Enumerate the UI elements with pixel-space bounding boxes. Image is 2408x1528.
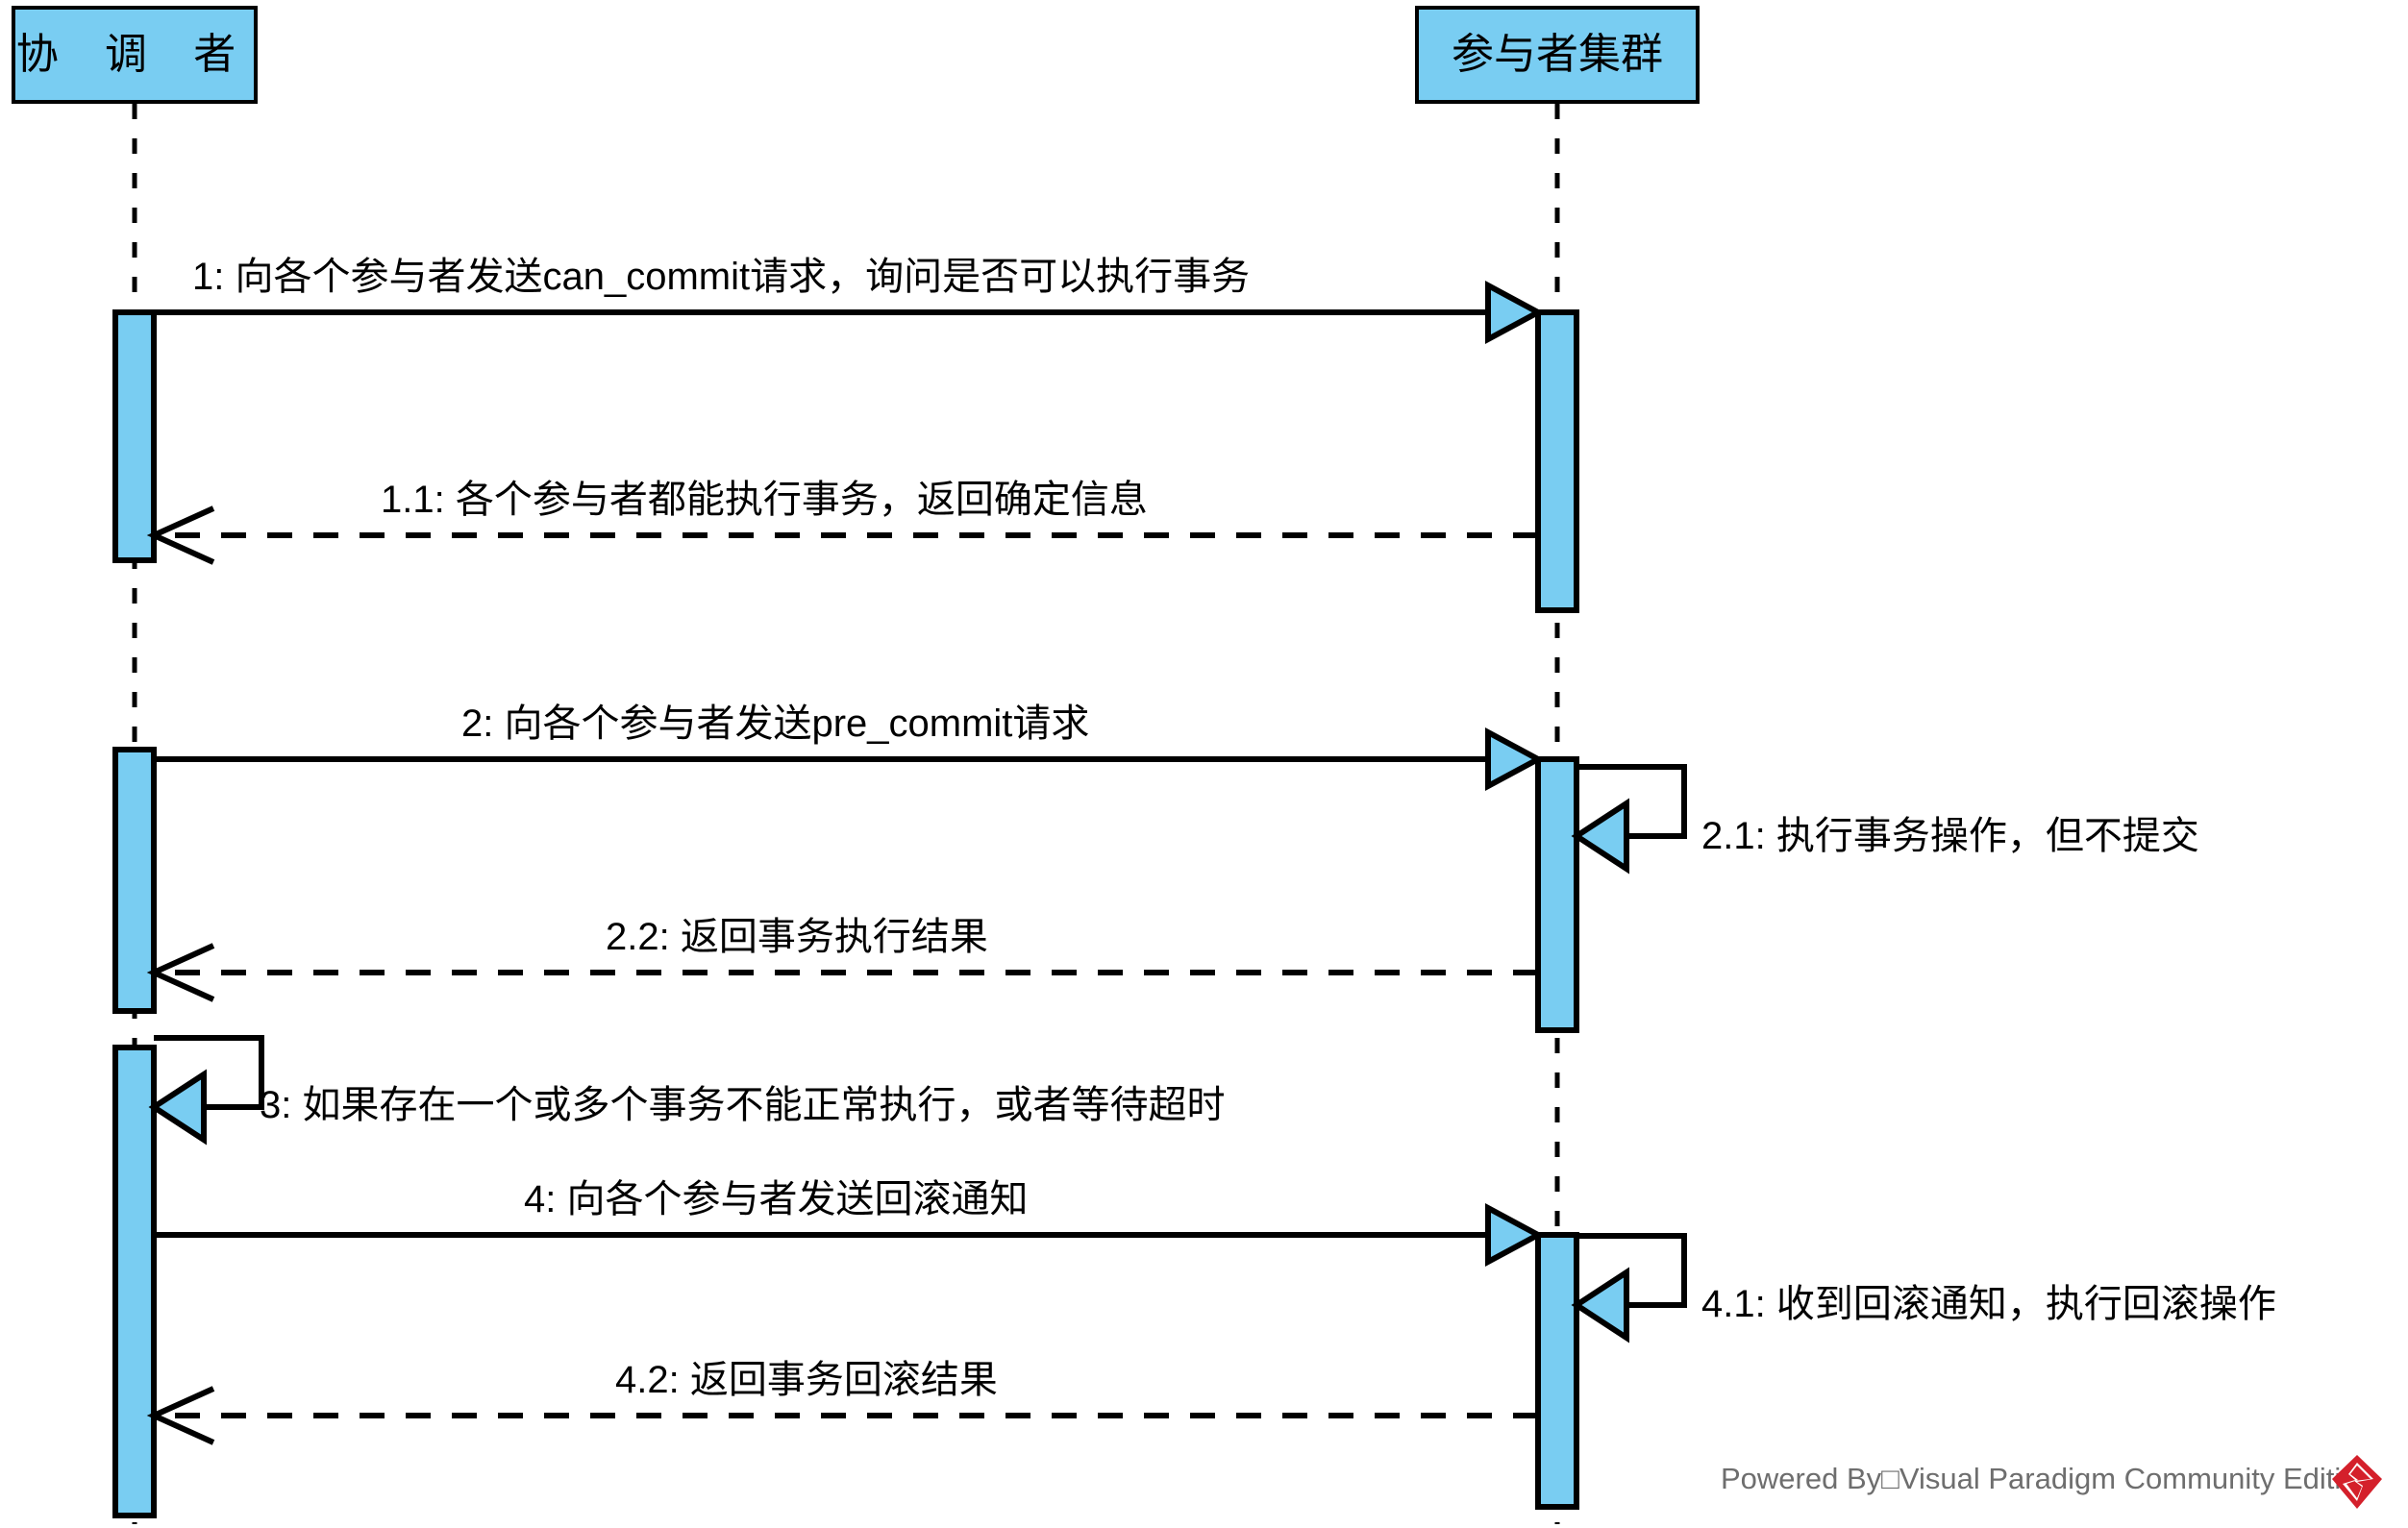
self-message-loop <box>1576 764 1687 839</box>
activations-group <box>112 309 1579 1518</box>
arrowhead-filled-left <box>1571 798 1629 875</box>
arrowhead-filled-right <box>1485 280 1545 345</box>
message-label-4: 4: 向各个参与者发送回滚通知 <box>524 1178 1029 1220</box>
powered-by-credit: Powered By□Visual Paradigm Community Edi… <box>1721 1462 2374 1495</box>
message-m3[interactable] <box>148 1035 264 1146</box>
activation-bar <box>1535 1232 1579 1510</box>
self-message-loop <box>1576 1233 1687 1308</box>
lifelines-group <box>132 104 1560 1524</box>
message-m2[interactable] <box>154 727 1545 792</box>
message-label-1-1: 1.1: 各个参与者都能执行事务，返回确定信息 <box>381 479 1148 521</box>
message-label-4-2: 4.2: 返回事务回滚结果 <box>615 1359 998 1401</box>
message-m4_1[interactable] <box>1571 1233 1687 1343</box>
activation-bar <box>1535 756 1579 1033</box>
message-label-1: 1: 向各个参与者发送can_commit请求，询问是否可以执行事务 <box>192 256 1251 298</box>
lifeline-head-coordinator[interactable]: 协 调 者 <box>12 6 258 104</box>
visual-paradigm-logo-icon <box>2332 1455 2382 1509</box>
activation-bar <box>112 1045 157 1518</box>
message-m1_1[interactable] <box>146 505 1538 565</box>
activation-bar <box>112 309 157 563</box>
arrowhead-filled-left <box>1571 1267 1629 1343</box>
arrowhead-filled-right <box>1485 1202 1545 1268</box>
activation-bar <box>1535 309 1579 613</box>
lifeline-head-participants[interactable]: 参与者集群 <box>1415 6 1700 104</box>
lifeline-label-participants: 参与者集群 <box>1452 31 1663 78</box>
lifeline-label-coordinator: 协 调 者 <box>15 31 254 78</box>
message-m2_1[interactable] <box>1571 764 1687 875</box>
activation-bar <box>112 747 157 1014</box>
message-m4_2[interactable] <box>146 1386 1538 1445</box>
message-m4[interactable] <box>154 1202 1545 1268</box>
arrowhead-filled-left <box>148 1069 207 1146</box>
arrowhead-open-left <box>146 505 215 565</box>
arrowhead-filled-right <box>1485 727 1545 792</box>
message-label-2-1: 2.1: 执行事务操作，但不提交 <box>1701 815 2199 857</box>
message-label-4-1: 4.1: 收到回滚通知，执行回滚操作 <box>1701 1283 2276 1325</box>
message-m1[interactable] <box>154 280 1545 345</box>
message-m2_2[interactable] <box>146 943 1538 1002</box>
message-label-2-2: 2.2: 返回事务执行结果 <box>606 916 988 958</box>
message-label-3: 3: 如果存在一个或多个事务不能正常执行，或者等待超时 <box>260 1084 1226 1126</box>
messages-group <box>146 280 1687 1445</box>
arrowhead-open-left <box>146 943 215 1002</box>
self-message-loop <box>154 1035 264 1110</box>
arrowhead-open-left <box>146 1386 215 1445</box>
message-label-2: 2: 向各个参与者发送pre_commit请求 <box>461 702 1090 745</box>
